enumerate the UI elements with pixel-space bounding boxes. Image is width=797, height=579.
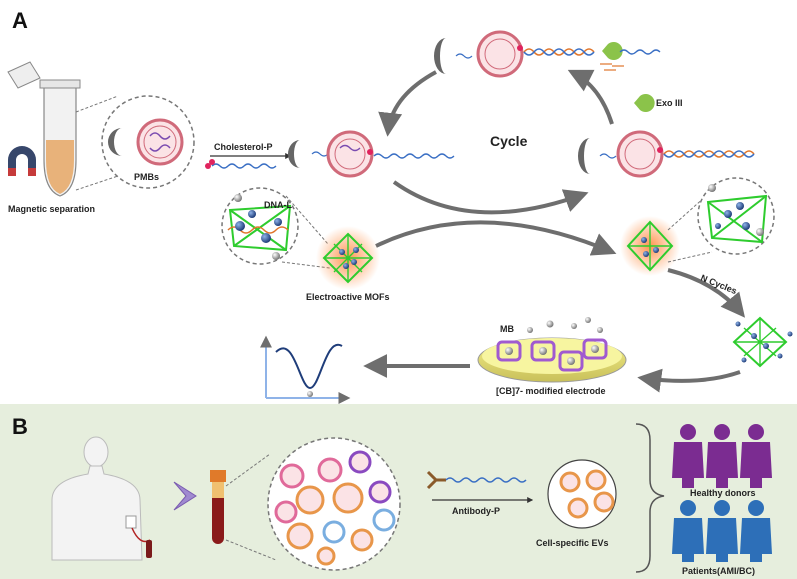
healthy-donors-icon bbox=[672, 424, 772, 488]
cholesterol-probe-strand bbox=[211, 163, 277, 169]
exo-iii-icon bbox=[634, 94, 655, 112]
cell-specific-evs-circle bbox=[547, 459, 617, 529]
antibody-probe-icon bbox=[426, 470, 527, 490]
dpv-signal-plot bbox=[260, 335, 351, 404]
cholesterol-p-label: Cholesterol-P bbox=[214, 142, 273, 152]
cb7-electrode-label: [CB]7- modified electrode bbox=[496, 386, 606, 396]
antibody-p-label: Antibody-P bbox=[452, 506, 500, 516]
blood-tube-icon bbox=[210, 470, 226, 544]
ev-mixture-zoom-circle bbox=[267, 437, 401, 571]
patients-icon bbox=[672, 500, 772, 562]
ev-bead-complex-center bbox=[288, 130, 455, 178]
dna-l-zoom-circle bbox=[221, 187, 299, 265]
patients-label: Patients(AMI/BC) bbox=[682, 566, 755, 576]
cb7-modified-electrode-icon bbox=[477, 317, 627, 383]
chevron-right-icon bbox=[173, 481, 197, 511]
cycle-label: Cycle bbox=[490, 133, 528, 149]
mof-zoom-circle bbox=[697, 177, 775, 255]
dna-l-label: DNA-L bbox=[264, 200, 292, 210]
panel-label-a: A bbox=[12, 8, 28, 33]
cell-specific-evs-label: Cell-specific EVs bbox=[536, 538, 609, 548]
exo-iii-label: Exo III bbox=[656, 98, 683, 108]
exo-iii-enzyme-icon bbox=[602, 42, 623, 61]
electroactive-mofs-label: Electroactive MOFs bbox=[306, 292, 390, 302]
healthy-donors-label: Healthy donors bbox=[690, 488, 756, 498]
pmbs-zoom-circle bbox=[101, 95, 195, 189]
panel-label-b: B bbox=[12, 414, 28, 439]
sample-tube-icon bbox=[7, 61, 81, 197]
magnet-icon bbox=[8, 146, 36, 176]
human-donor-icon bbox=[51, 436, 152, 561]
electroactive-mof-icon bbox=[316, 226, 380, 290]
mb-label: MB bbox=[500, 324, 514, 334]
ev-dna-hybrid-top bbox=[434, 30, 661, 78]
ev-dna-hybrid-right bbox=[578, 130, 755, 178]
pmbs-label: PMBs bbox=[134, 172, 159, 182]
released-mof-icon bbox=[732, 316, 793, 368]
group-brace bbox=[635, 423, 665, 573]
magnetic-separation-label: Magnetic separation bbox=[8, 204, 95, 214]
mof-target-bound-icon bbox=[620, 216, 680, 276]
